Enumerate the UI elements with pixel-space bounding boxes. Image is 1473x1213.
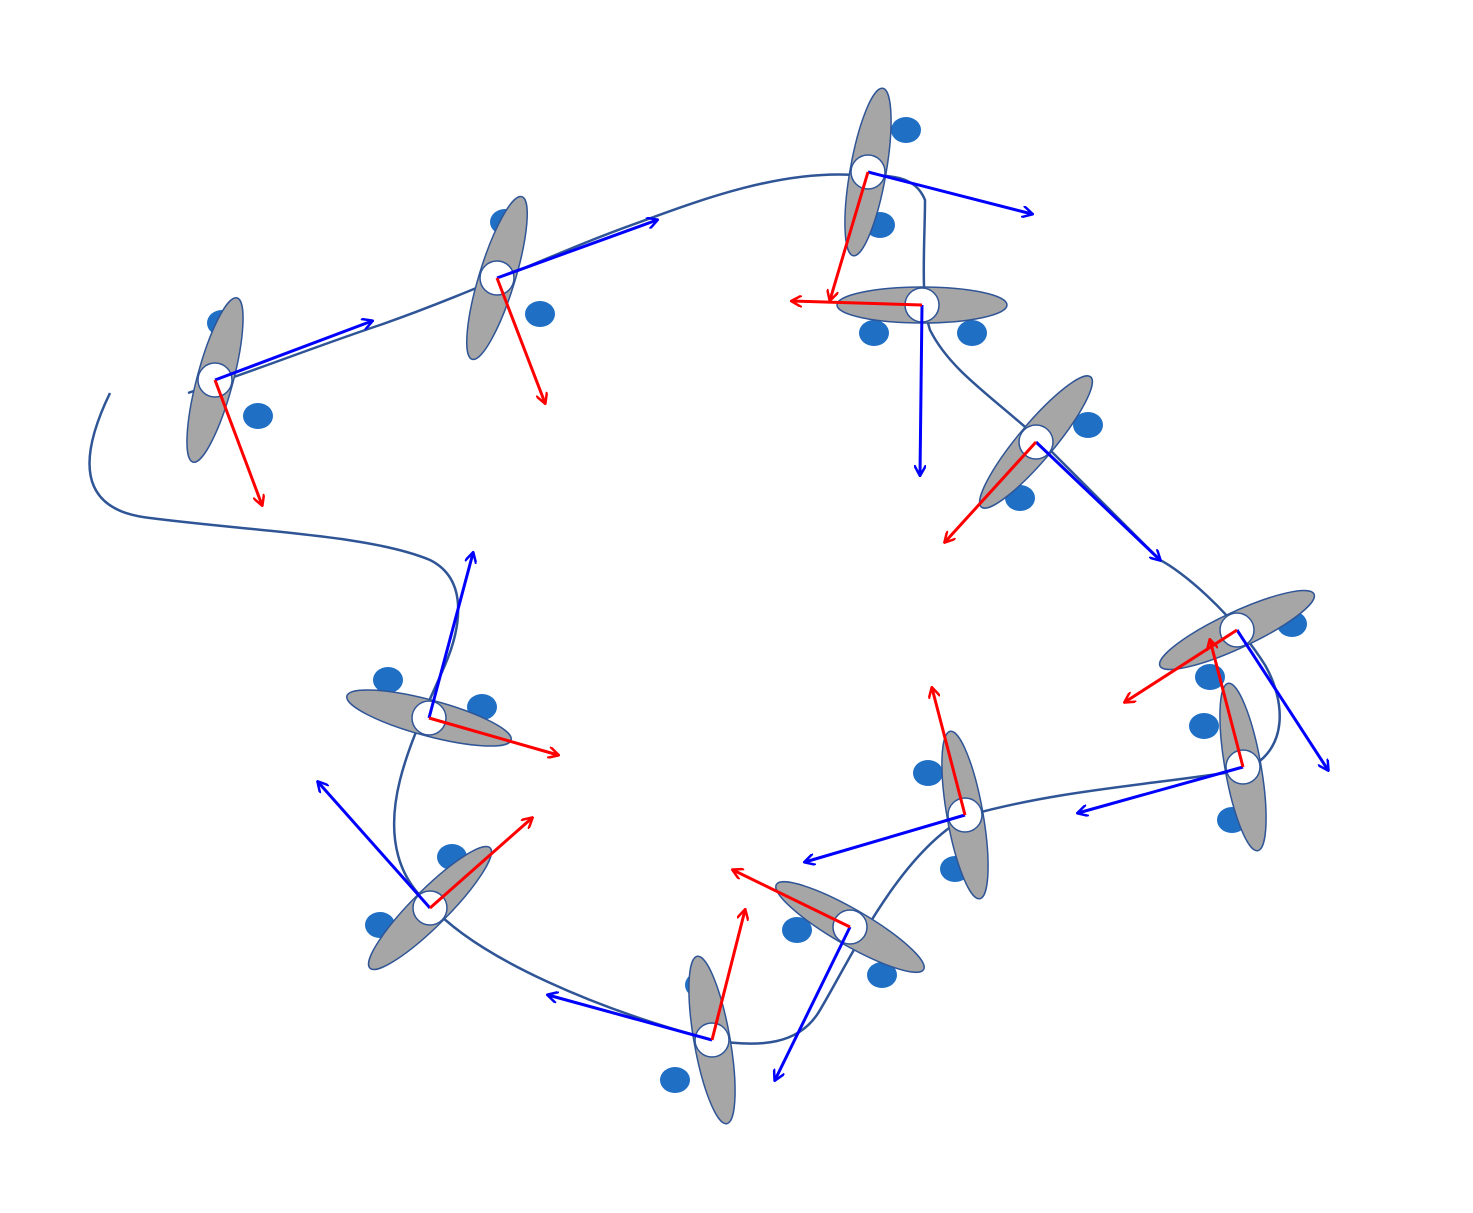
red-direction-arrow xyxy=(1125,628,1238,702)
blue-direction-arrow xyxy=(1034,440,1160,560)
agent-a5 xyxy=(945,375,1160,560)
blue-direction-arrow xyxy=(867,170,1032,214)
red-direction-arrow xyxy=(733,870,851,929)
agent-a12 xyxy=(346,553,558,757)
blue-direction-arrow xyxy=(1235,629,1328,770)
agent-a4 xyxy=(792,286,1008,475)
foot-icon xyxy=(1189,713,1219,739)
foot-icon xyxy=(957,320,987,346)
agent-a9 xyxy=(733,869,925,1080)
red-direction-arrow xyxy=(945,440,1038,542)
red-direction-arrow xyxy=(213,379,262,505)
foot-icon xyxy=(782,917,812,943)
blue-direction-arrow xyxy=(496,220,657,280)
agent-a7 xyxy=(1078,640,1267,852)
red-direction-arrow xyxy=(429,818,532,910)
red-direction-arrow xyxy=(830,171,870,300)
agent-a1 xyxy=(186,297,372,505)
agent-a2 xyxy=(466,195,657,403)
foot-icon xyxy=(660,1067,690,1093)
agent-a6 xyxy=(1125,589,1328,770)
foot-icon xyxy=(525,301,555,327)
foot-icon xyxy=(373,667,403,693)
foot-icon xyxy=(913,760,943,786)
red-direction-arrow xyxy=(1210,640,1245,768)
red-direction-arrow xyxy=(932,688,967,816)
foot-icon xyxy=(891,117,921,143)
agent-a8 xyxy=(805,688,989,900)
blue-direction-arrow xyxy=(548,995,713,1042)
blue-direction-arrow xyxy=(214,321,372,382)
blue-direction-arrow xyxy=(805,813,966,862)
blue-direction-arrow xyxy=(1078,765,1244,813)
blue-direction-arrow xyxy=(318,782,432,909)
agent-a10 xyxy=(548,910,745,1125)
blue-direction-arrow xyxy=(427,553,473,719)
blue-direction-arrow xyxy=(775,926,852,1080)
foot-icon xyxy=(1073,412,1103,438)
blue-direction-arrow xyxy=(920,304,922,475)
red-direction-arrow xyxy=(710,910,745,1041)
red-direction-arrow xyxy=(495,277,545,403)
foot-icon xyxy=(867,962,897,988)
agent-a11 xyxy=(318,782,532,971)
red-direction-arrow xyxy=(792,301,923,305)
red-direction-arrow xyxy=(428,716,558,755)
foot-icon xyxy=(243,403,273,429)
agent-a3 xyxy=(830,87,1032,300)
trajectory-path xyxy=(88,173,1281,1045)
foot-icon xyxy=(859,320,889,346)
